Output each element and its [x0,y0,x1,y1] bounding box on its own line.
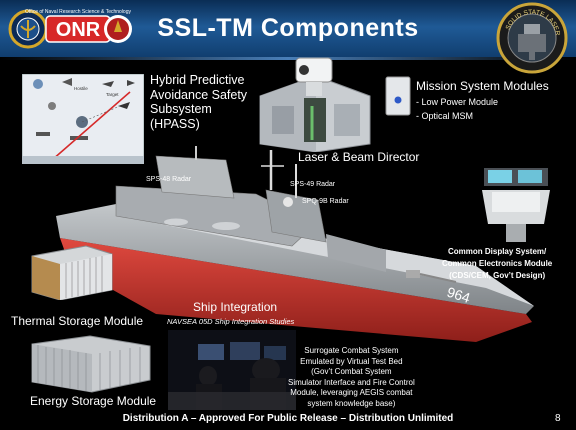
onr-logo: ONR Office of Naval Research Science & T… [8,9,132,49]
thermal-storage-image [31,245,113,300]
onr-ring-text: Office of Naval Research Science & Techn… [25,9,131,15]
surrogate-line3: (Gov’t Combat System [311,367,392,376]
ship-image: 964 [56,146,534,342]
surrogate-combat-text: Surrogate Combat System Emulated by Virt… [288,346,415,409]
surrogate-line2: Emulated by Virtual Test Bed [300,356,403,366]
mission-item-optical: - Optical MSM [416,111,474,121]
radar-label-sps48: SPS-48 Radar [146,176,192,183]
surrogate-line1: Surrogate Combat System [304,346,399,355]
slide-title: SSL-TM Components [157,14,419,42]
cds-label: Common Display System/ Common Electronic… [442,246,552,282]
onr-logo-text: ONR [56,19,101,41]
mission-system-title: Mission System Modules [416,79,549,93]
hpass-diagram-label-target: Target [106,92,119,97]
ship-integration-subtitle: NAVSEA 05D Ship Integration Studies [167,317,295,326]
hpass-title-line2: Avoidance Safety [150,87,248,102]
cds-line1: Common Display System/ [447,247,547,256]
hpass-title-line1: Hybrid Predictive [150,73,245,87]
footer-bar [0,410,576,430]
cds-console-image [482,168,550,242]
mission-item-low-power: - Low Power Module [416,97,499,107]
ship-integration-title: Ship Integration [193,300,278,314]
laser-beam-director-image [259,57,371,152]
surrogate-line4: Simulator Interface and Fire Control [288,377,415,387]
hpass-label: Hybrid Predictive Avoidance Safety Subsy… [150,73,247,131]
energy-storage-label: Energy Storage Module [30,394,157,408]
integration-photo [168,330,296,410]
thermal-storage-label: Thermal Storage Module [11,314,144,328]
cds-line2: Common Electronics Module [442,259,553,268]
hpass-title-line4: (HPASS) [150,116,200,131]
radar-label-sps49: SPS-49 Radar [290,181,336,188]
cds-line3: (CDS/CEM, Gov’t Design) [449,271,546,280]
hpass-diagram: Hostile Target [22,74,144,164]
hpass-title-line3: Subsystem [150,102,212,116]
radar-label-spq9b: SPQ-9B Radar [302,198,349,205]
energy-storage-image [31,335,151,393]
mission-module-image [385,76,411,116]
surrogate-line5: Module, leveraging AEGIS combat [290,388,413,397]
hull-number: 964 [445,284,472,307]
distribution-statement: Distribution A – Approved For Public Rel… [122,413,454,424]
hpass-diagram-label-hostile: Hostile [74,86,88,91]
page-number: 8 [555,413,561,424]
ssl-logo: SOLID STATE LASER [496,2,568,74]
laser-beam-director-label: Laser & Beam Director [298,150,420,164]
surrogate-line6: system knowledge base) [307,398,396,408]
